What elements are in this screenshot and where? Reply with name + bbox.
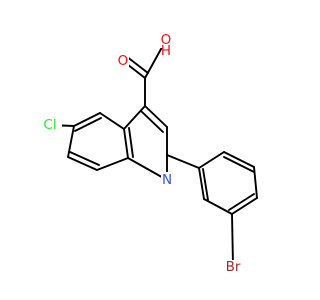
molecule-diagram: O H O Cl N Br: [39, 32, 258, 275]
bond-c4a-c5: [99, 112, 125, 130]
bond-c4-c3: [144, 105, 168, 128]
bond-c2-phenyl: [166, 154, 200, 169]
bond-c7-c8: [67, 156, 98, 171]
atom-label-bromine: Br: [226, 259, 241, 275]
atom-labels: O H O Cl N Br: [39, 32, 244, 275]
bond-c6-c7: [67, 125, 75, 158]
bond-c5-c6: [73, 112, 101, 127]
bond-c8a-c4a: [123, 128, 129, 159]
atom-label-hydroxyl-hydrogen: H: [161, 43, 171, 59]
bond-c4a-c4: [123, 105, 146, 130]
bond-p4-p5: [231, 197, 258, 215]
bond-c4-c3-double: [140, 110, 164, 133]
bond-p6-p1: [198, 167, 205, 200]
label-mask-n: [161, 172, 173, 186]
bond-n-c8a: [127, 157, 168, 181]
bond-c5-c6-double: [74, 117, 102, 132]
bond-c8-c8a: [96, 157, 129, 171]
bond-c8a-c4a-double: [128, 127, 134, 158]
label-mask-o: [117, 54, 129, 68]
label-mask-cl: [39, 118, 62, 132]
atom-label-hydroxyl-oxygen: O: [161, 32, 172, 48]
atom-label-nitrogen: N: [162, 172, 172, 188]
bond-p3-p4: [253, 166, 258, 199]
bond-p4-p5-double: [228, 193, 255, 211]
label-mask-oh: [160, 34, 172, 48]
atom-label-chlorine: Cl: [43, 117, 56, 133]
bonds: [49, 39, 258, 266]
bond-p6-p1-double: [202, 168, 209, 201]
bond-p5-br: [231, 213, 234, 266]
bond-p2-p3-double: [223, 156, 255, 173]
atom-label-carbonyl-oxygen: O: [118, 53, 129, 69]
bond-p5-p6: [203, 198, 233, 215]
label-mask-br: [222, 260, 244, 274]
bond-carboxyl-o-double: [125, 55, 149, 74]
bond-p2-p3: [223, 151, 255, 168]
bond-p1-p2: [198, 151, 225, 169]
bond-c7-c8-double: [69, 151, 100, 166]
